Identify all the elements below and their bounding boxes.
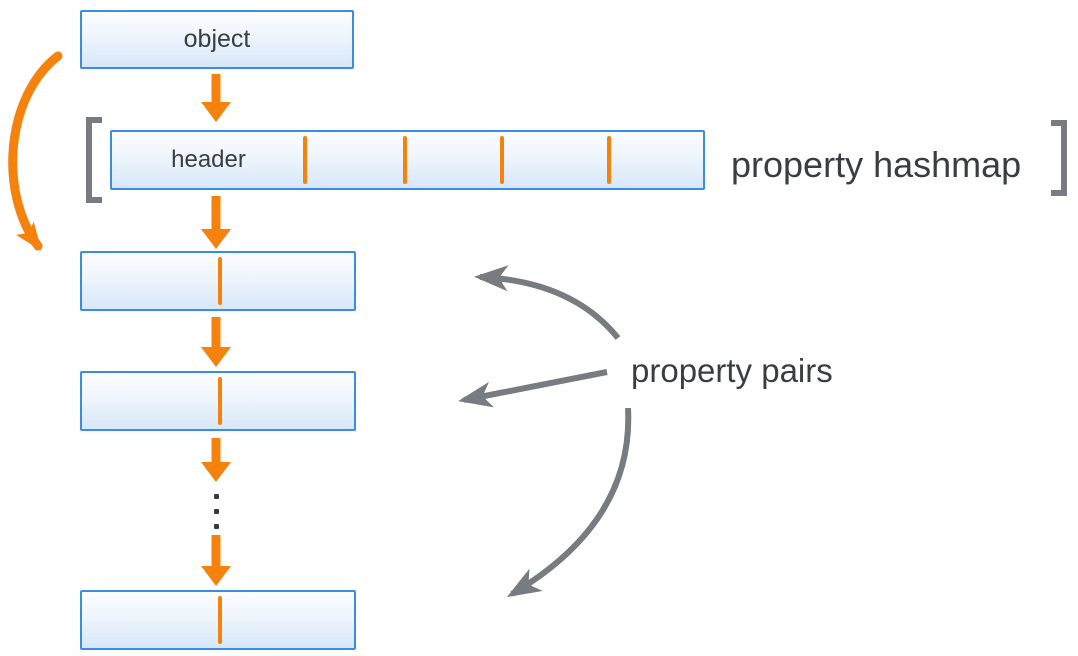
pairs-label-arrow-middle — [458, 369, 608, 408]
ellipsis-dot — [214, 494, 219, 499]
header-slot-divider — [607, 136, 611, 184]
pair-divider — [218, 377, 222, 425]
property-pairs-label: property pairs — [631, 352, 833, 389]
ellipsis-dot — [214, 509, 219, 514]
ellipsis-to-pair-arrow — [201, 535, 231, 586]
object-to-header-arrow — [201, 74, 231, 122]
pair-to-ellipsis-arrow — [201, 438, 231, 482]
header-slot-divider — [500, 136, 504, 184]
header-slot-divider — [403, 136, 407, 184]
property-hashmap-label: property hashmap — [731, 144, 1022, 185]
left-bracket — [86, 117, 102, 203]
header-node: header — [110, 130, 705, 190]
property-pair-node — [80, 251, 356, 311]
header-to-pair-arrow — [201, 196, 231, 249]
property-pair-node — [80, 590, 356, 650]
pairs-label-arrow-bottom — [506, 407, 632, 598]
pair-divider — [218, 596, 222, 644]
object-node-label: object — [183, 25, 251, 53]
header-node-label: header — [171, 146, 246, 173]
pair-divider — [218, 257, 222, 305]
property-pair-node — [80, 371, 356, 431]
right-bracket — [1051, 120, 1067, 196]
pair-to-pair-arrow — [201, 317, 231, 367]
pairs-label-arrow-top — [474, 265, 621, 340]
object-to-pairs-curved-arrow — [8, 51, 63, 251]
object-node: object — [80, 10, 354, 69]
ellipsis-dot — [214, 524, 219, 529]
header-slot-divider — [303, 136, 307, 184]
